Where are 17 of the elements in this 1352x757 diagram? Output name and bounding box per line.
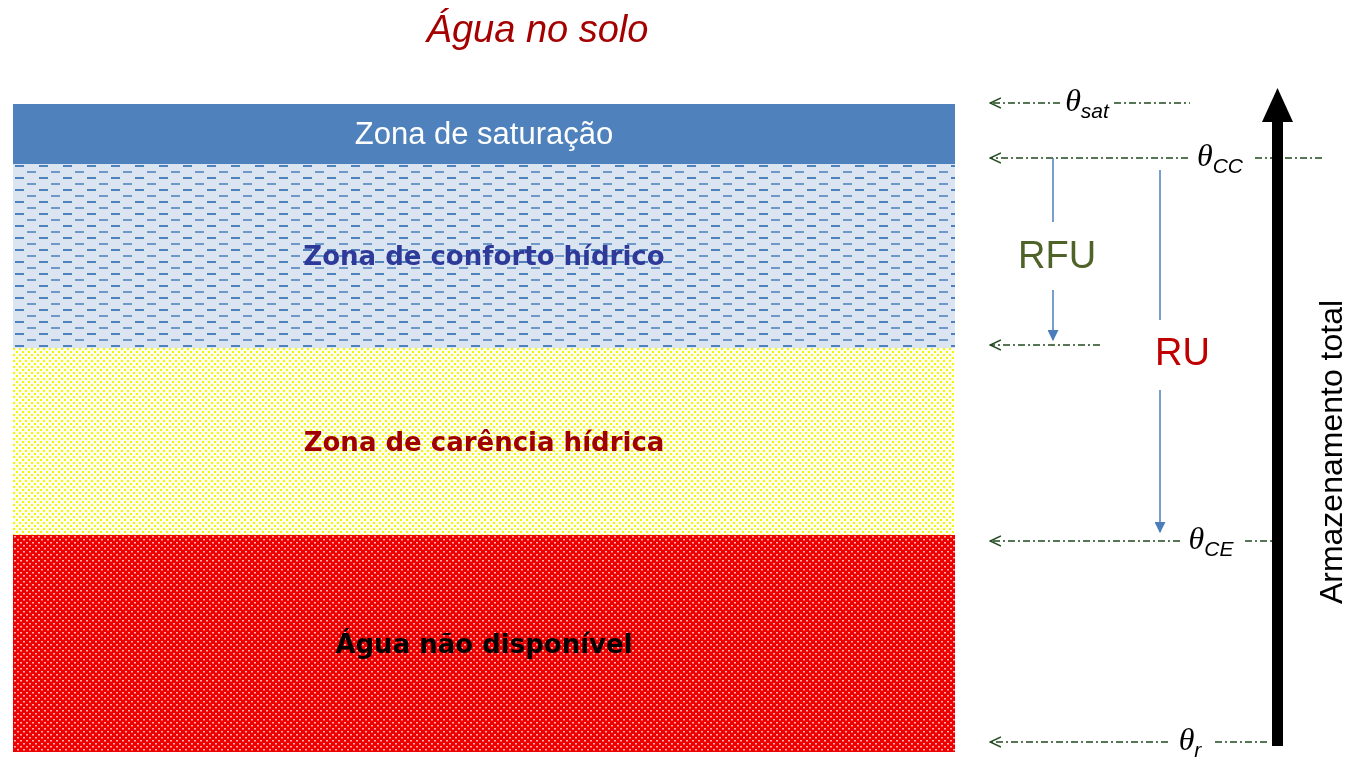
dash-dot-arrow — [989, 736, 1169, 748]
measure-label: RU — [1155, 333, 1210, 371]
symbol-label: θ$_{CE}$ — [1188, 520, 1234, 562]
zone-band — [13, 535, 955, 752]
symbol-label: θ$_{sat}$ — [1065, 82, 1109, 124]
zone-band — [13, 164, 955, 348]
dash-dot-arrow — [989, 535, 1181, 547]
zone-band — [13, 104, 955, 164]
symbol-label: θ$_{CC}$ — [1196, 137, 1244, 179]
symbol-label: θ$_{r}$ — [1178, 721, 1202, 757]
axis-label: Armazenamento total — [1315, 298, 1347, 607]
dash-dot-arrow — [989, 152, 1189, 164]
dash-dot-arrow — [989, 97, 1061, 109]
zone-label: Zona de saturação — [354, 116, 614, 152]
measure-label: RFU — [1018, 236, 1097, 274]
zone-band — [13, 348, 955, 535]
title: Água no solo — [424, 8, 650, 51]
